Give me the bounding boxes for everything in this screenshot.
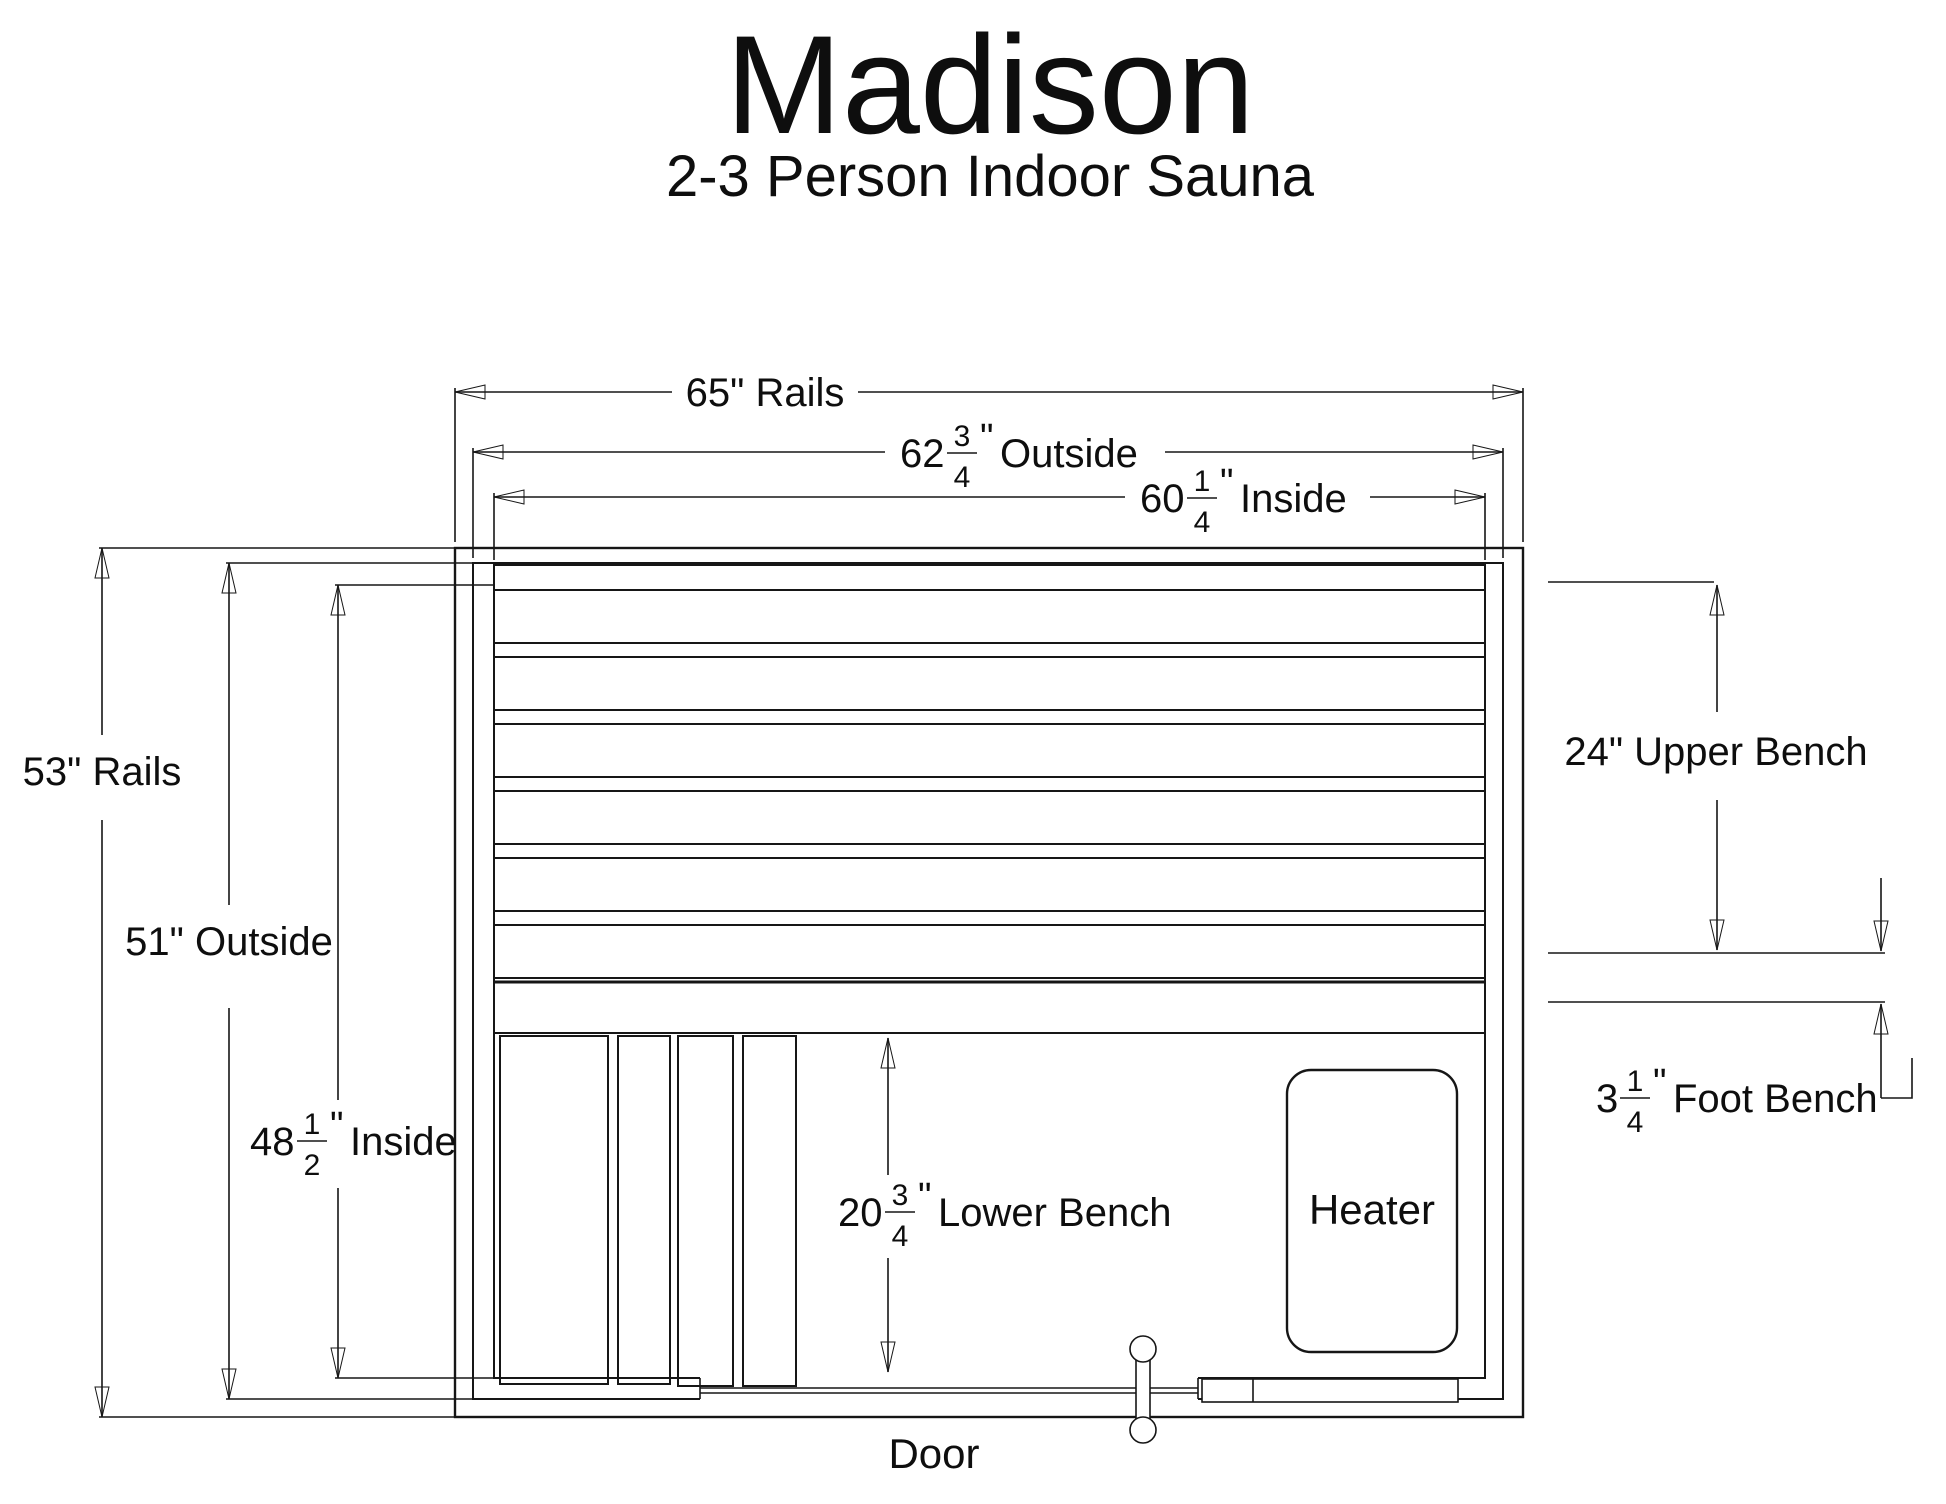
dim-whole: 48	[250, 1120, 295, 1164]
door-knob-bottom	[1129, 1416, 1157, 1444]
dim-label-rails-width: 65" Rails	[686, 371, 845, 415]
dim-denominator: 4	[1627, 1106, 1644, 1139]
dimension-48-inside: 48 1 2 " Inside	[250, 584, 494, 1379]
dim-word: Inside	[1240, 477, 1347, 521]
dim-label-lower-bench: 20 3 4 " Lower Bench	[838, 1176, 1171, 1253]
dim-whole: 3	[1596, 1077, 1618, 1121]
dim-label-outside-width: 62 3 4 " Outside	[900, 417, 1138, 494]
dim-label-outside-height: 51" Outside	[125, 920, 333, 964]
dim-numerator: 3	[892, 1179, 909, 1212]
dimension-62-outside: 62 3 4 " Outside	[472, 417, 1504, 558]
heater-label: Heater	[1309, 1186, 1435, 1233]
dim-denominator: 4	[954, 461, 971, 494]
dim-unit: "	[330, 1105, 344, 1147]
lower-bench-board	[677, 1035, 734, 1387]
dimension-60-inside: 60 1 4 " Inside	[493, 462, 1486, 560]
lower-bench-slats	[499, 1035, 797, 1387]
upper-bench-board	[493, 589, 1486, 644]
dim-whole: 62	[900, 432, 945, 476]
door-knob-top	[1129, 1335, 1157, 1363]
dimension-20-lower-bench: 20 3 4 " Lower Bench	[838, 1037, 1171, 1373]
door-handle-bar	[1135, 1355, 1151, 1427]
dim-denominator: 4	[892, 1220, 909, 1253]
page-subtitle: 2-3 Person Indoor Sauna	[666, 144, 1315, 209]
dim-whole: 60	[1140, 477, 1185, 521]
dim-word: Foot Bench	[1673, 1077, 1878, 1121]
dim-denominator: 2	[304, 1149, 321, 1182]
dim-word: Outside	[1000, 432, 1138, 476]
dim-numerator: 1	[1627, 1065, 1644, 1098]
dim-unit: "	[918, 1176, 932, 1218]
door: Door	[699, 1335, 1459, 1477]
dim-numerator: 3	[954, 420, 971, 453]
upper-bench-board	[493, 723, 1486, 778]
upper-bench-board	[493, 656, 1486, 711]
dimension-65-rails: 65" Rails	[454, 371, 1524, 542]
upper-bench-slats	[493, 589, 1486, 984]
dim-label-rails-height: 53" Rails	[23, 750, 182, 794]
door-label: Door	[888, 1430, 979, 1477]
dim-label-foot-bench: 3 1 4 " Foot Bench	[1596, 1062, 1878, 1139]
dim-whole: 20	[838, 1191, 883, 1235]
inside-wall-rect	[493, 564, 1486, 1379]
dimension-3-foot-bench: 3 1 4 " Foot Bench	[1548, 878, 1913, 1139]
dim-leader	[1881, 1058, 1913, 1099]
dim-denominator: 4	[1194, 506, 1211, 539]
dimension-24-upper-bench: 24" Upper Bench	[1548, 581, 1868, 951]
lower-bench-board	[617, 1035, 671, 1385]
upper-bench-board	[493, 790, 1486, 845]
dimension-51-outside: 51" Outside	[125, 562, 473, 1400]
dim-unit: "	[1220, 462, 1234, 504]
page-title: Madison	[725, 6, 1254, 163]
upper-bench-board	[493, 857, 1486, 912]
lower-bench-board	[499, 1035, 609, 1385]
dim-unit: "	[980, 417, 994, 459]
dim-numerator: 1	[304, 1108, 321, 1141]
door-latch-plate	[1201, 1378, 1459, 1403]
upper-bench-board	[493, 924, 1486, 979]
heater-outline	[1285, 1068, 1459, 1354]
dim-label-inside-width: 60 1 4 " Inside	[1140, 462, 1347, 539]
dim-unit: "	[1653, 1062, 1667, 1104]
lower-bench-board	[742, 1035, 797, 1387]
outer-rails-rect	[453, 546, 1525, 1419]
dim-numerator: 1	[1194, 465, 1211, 498]
heater: Heater	[1285, 1068, 1459, 1354]
dim-label-inside-height: 48 1 2 " Inside	[250, 1105, 457, 1182]
dimension-53-rails: 53" Rails	[23, 547, 455, 1418]
dim-word: Lower Bench	[938, 1191, 1171, 1235]
dim-label-upper-bench: 24" Upper Bench	[1564, 730, 1867, 774]
dim-word: Inside	[350, 1120, 457, 1164]
